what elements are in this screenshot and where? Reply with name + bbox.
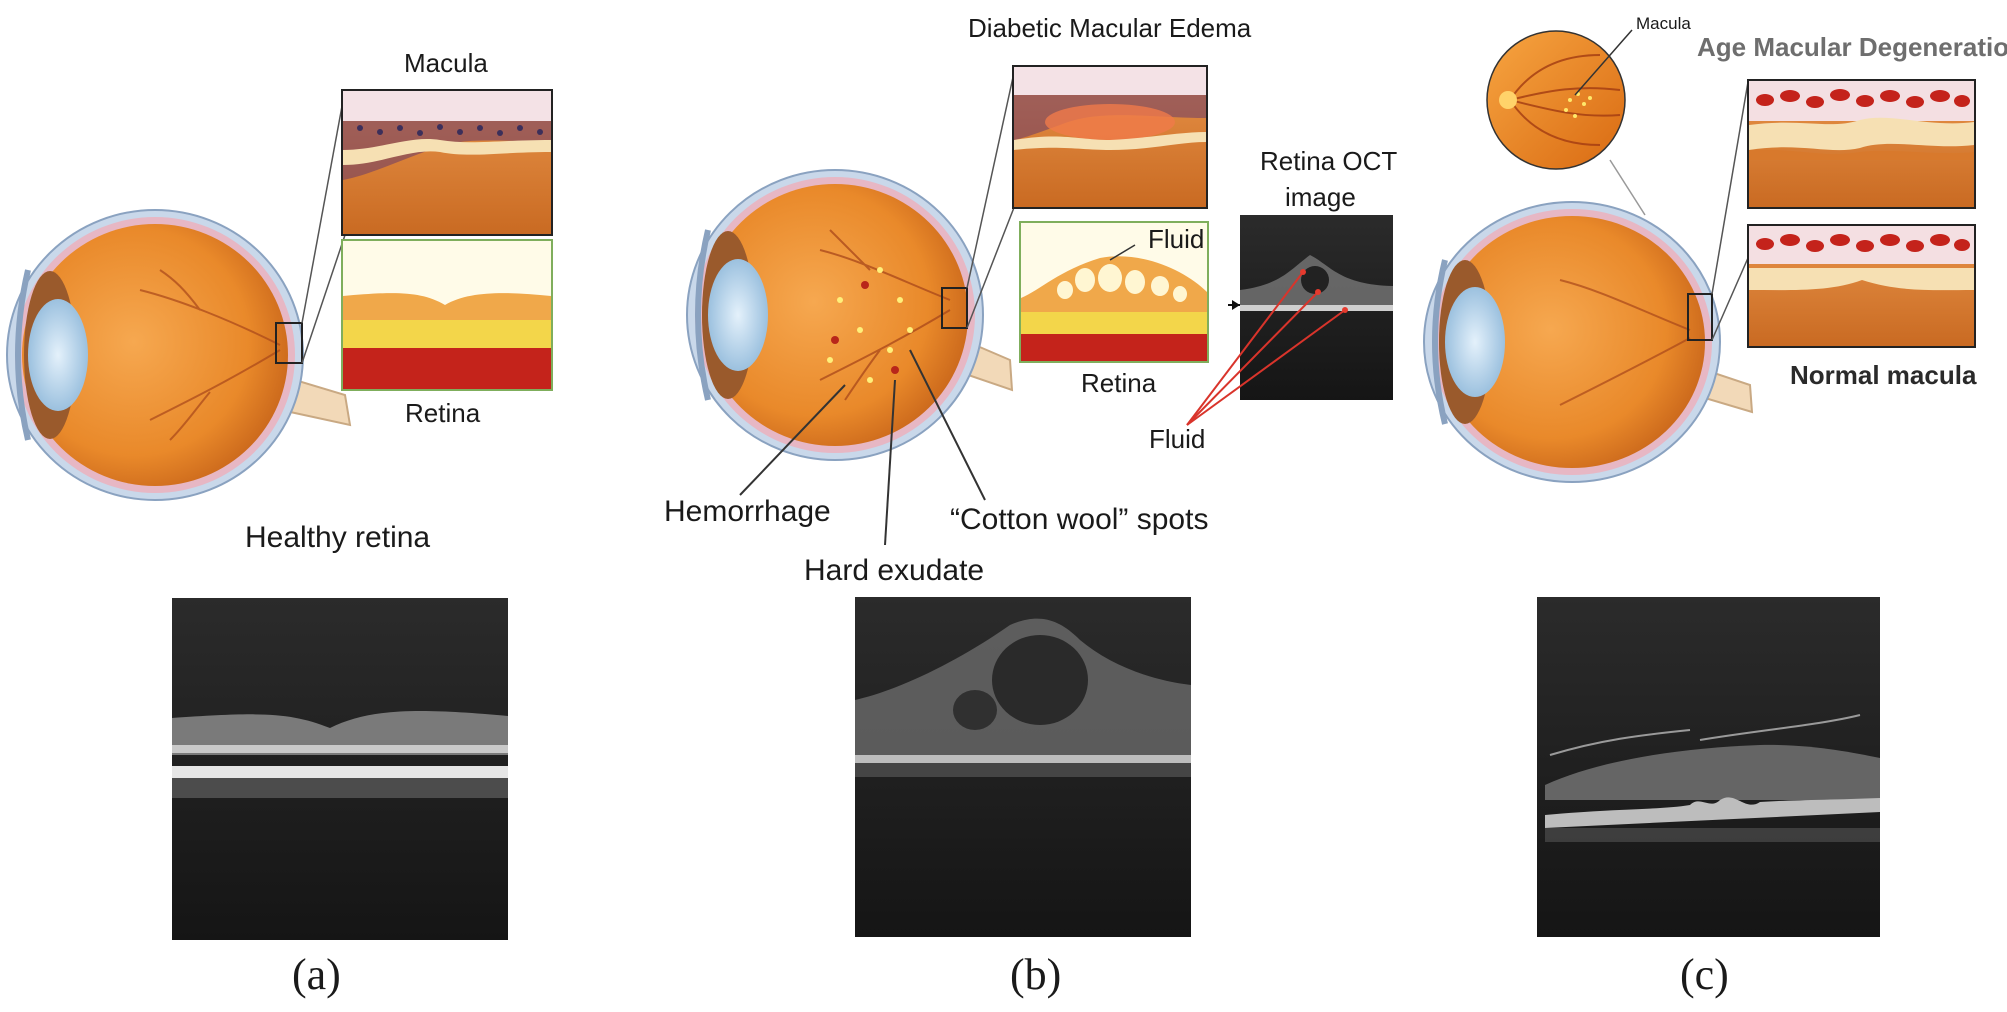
macula-label-c: Macula [1636,14,1691,33]
hard-exudate-label: Hard exudate [804,554,985,587]
caption-a: (a) [292,950,341,999]
panel-a-oct-scan [172,598,508,940]
panel-c-eye-illustration [1423,81,1754,483]
dme-title: Diabetic Macular Edema [968,13,1252,43]
hemorrhage-label: Hemorrhage [664,495,831,528]
normal-macula-label: Normal macula [1790,360,1977,390]
panel-c-normal-inset [1747,224,1976,348]
panel-c-amd-inset [1747,79,1976,209]
panel-b-eye-illustration [686,67,1016,546]
panel-b-fluid-inset [1019,221,1209,363]
fluid-label-oct: Fluid [1149,424,1206,454]
amd-title: Age Macular Degeneration [1697,32,2007,62]
fluid-label-inset: Fluid [1148,224,1205,254]
macula-label-a: Macula [404,48,488,78]
panel-b-edema-inset [1012,65,1208,209]
caption-b: (b) [1010,950,1062,999]
retina-label-b: Retina [1081,368,1157,398]
cotton-wool-label: “Cotton wool” spots [950,503,1209,536]
healthy-retina-label: Healthy retina [245,521,431,554]
panel-b-small-oct-image [1186,215,1393,426]
panel-b-oct-scan [855,597,1191,937]
panel-a-retina-inset [341,239,553,391]
panel-c-oct-scan [1537,597,1880,937]
oct-title-line2: image [1285,182,1356,212]
panel-a-macula-inset [341,89,553,236]
caption-c: (c) [1680,950,1729,999]
panel-c-fundus-image [1486,29,1646,216]
oct-title-line1: Retina OCT [1260,146,1398,176]
panel-a-eye-illustration [6,89,352,501]
retina-label-a: Retina [405,398,481,428]
